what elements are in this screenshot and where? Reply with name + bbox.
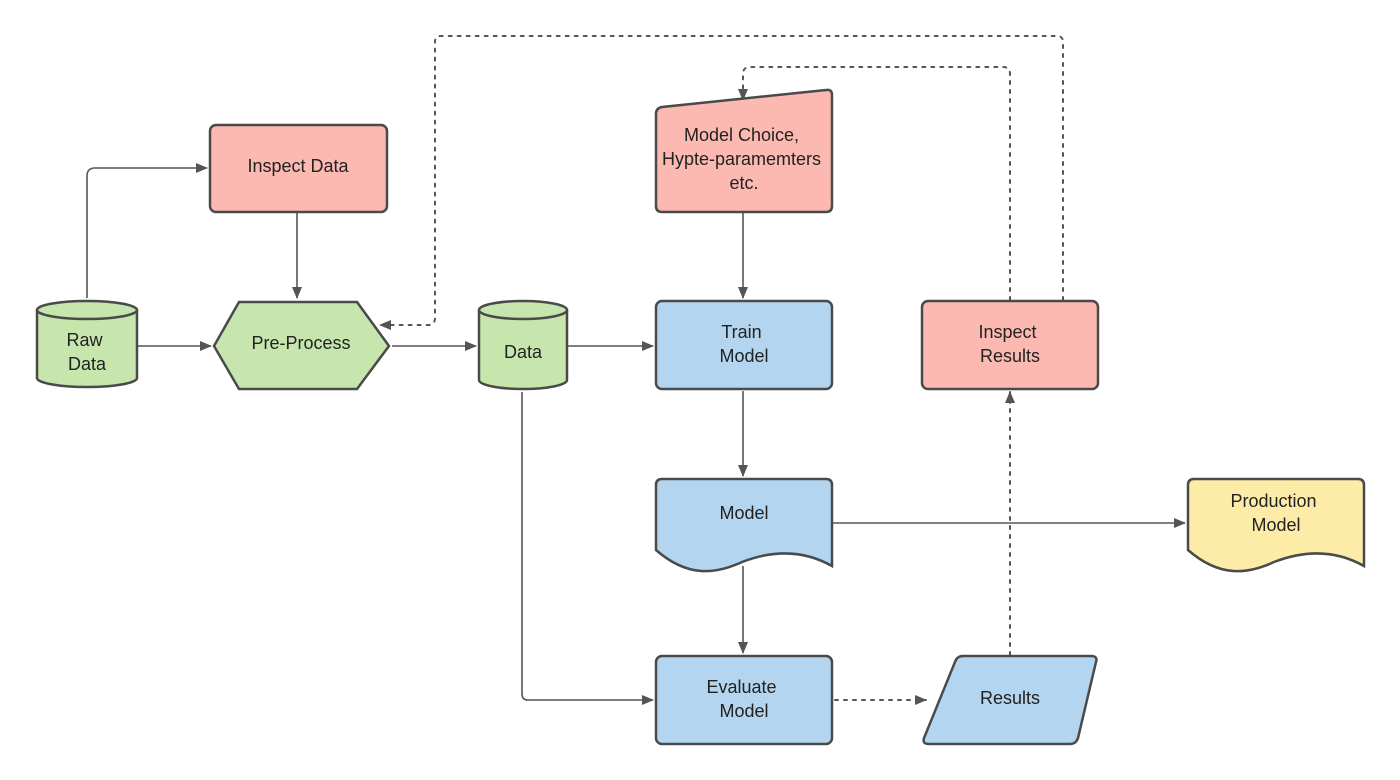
raw-data-cylinder xyxy=(35,299,139,389)
pre-process-label: Pre-Process xyxy=(251,333,350,353)
node-inspect-results[interactable]: Inspect Results xyxy=(920,299,1100,391)
results-label: Results xyxy=(980,688,1040,708)
node-evaluate-model[interactable]: Evaluate Model xyxy=(654,654,834,746)
evaluate-model-label: Evaluate Model xyxy=(706,677,781,721)
data-cylinder-rim xyxy=(477,309,569,321)
node-train-model[interactable]: Train Model xyxy=(654,299,834,391)
raw-data-label: Raw Data xyxy=(66,330,107,374)
results-parallelogram xyxy=(922,654,1098,746)
node-results[interactable]: Results xyxy=(922,654,1098,746)
production-model-label: Production Model xyxy=(1230,491,1321,535)
pre-process-hexagon xyxy=(212,300,391,391)
production-model-document xyxy=(1186,477,1366,573)
model-choice-box xyxy=(654,88,834,214)
inspect-data-label: Inspect Data xyxy=(247,156,349,176)
train-model-label: Train Model xyxy=(719,322,768,366)
node-production-model[interactable]: Production Model xyxy=(1186,477,1366,573)
edges xyxy=(86,35,1186,705)
raw-data-cylinder-rim xyxy=(35,309,139,321)
edge-data-to-evaluate-model xyxy=(521,392,654,705)
edge-inspect-results-to-pre-process xyxy=(379,35,1064,330)
node-data[interactable]: Data xyxy=(477,299,569,391)
inspect-results-label: Inspect Results xyxy=(978,322,1041,366)
node-inspect-data[interactable]: Inspect Data xyxy=(208,123,389,214)
inspect-results-box xyxy=(920,299,1100,391)
model-document xyxy=(654,477,834,573)
data-label: Data xyxy=(504,342,543,362)
model-label: Model xyxy=(719,503,768,523)
train-model-box xyxy=(654,299,834,391)
data-cylinder xyxy=(477,299,569,391)
node-model[interactable]: Model xyxy=(654,477,834,573)
edge-inspect-results-to-model-choice xyxy=(738,66,1011,301)
inspect-data-box xyxy=(208,123,389,214)
evaluate-model-box xyxy=(654,654,834,746)
node-raw-data[interactable]: Raw Data xyxy=(35,299,139,389)
node-model-choice[interactable]: Model Choice, Hypte-paramemters etc. xyxy=(654,88,834,214)
model-choice-label: Model Choice, Hypte-paramemters etc. xyxy=(662,125,826,193)
node-pre-process[interactable]: Pre-Process xyxy=(212,300,391,391)
edge-raw-data-to-inspect-data xyxy=(86,163,208,298)
